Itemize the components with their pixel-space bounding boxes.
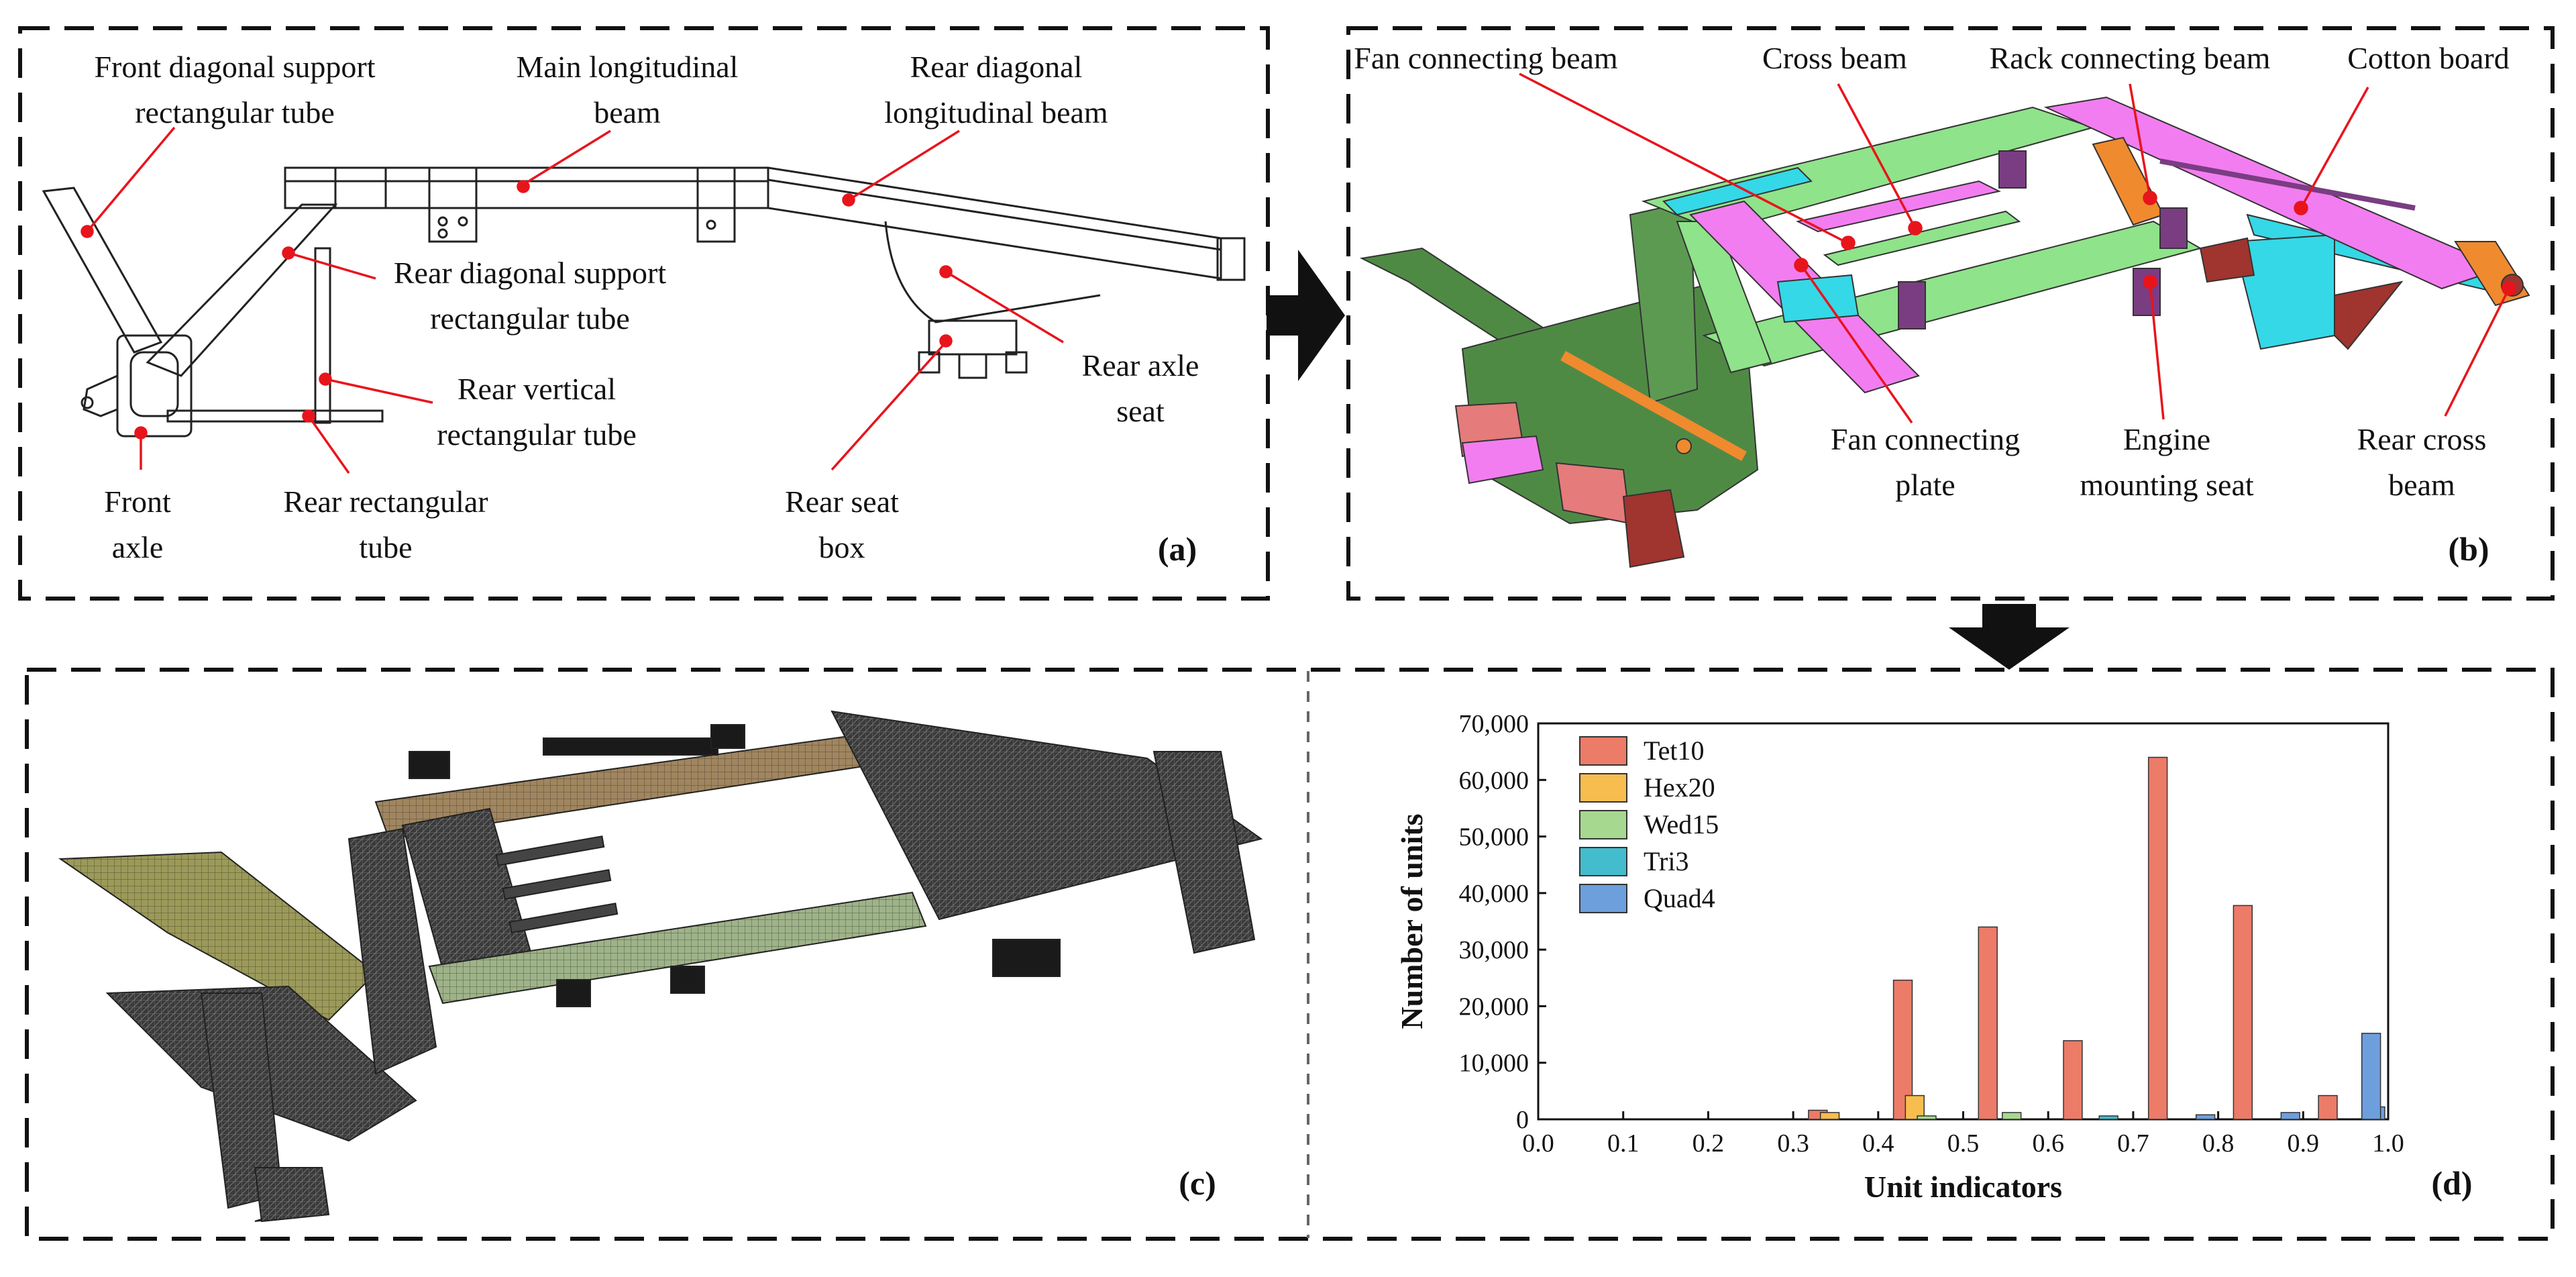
label-rear-diag-sup-2: rectangular tube [430,301,630,336]
panel-b-labels: Fan connecting beam Cross beam Rack conn… [1354,41,2509,568]
bar-wed15 [2002,1112,2022,1120]
label-front-diag-1: Front diagonal support [94,50,375,84]
y-tick-label: 60,000 [1459,766,1529,795]
label-rear-diag-sup-1: Rear diagonal support [394,256,666,290]
panel-a-leaders [80,126,1064,474]
legend-swatch [1579,810,1627,839]
label-engine-seat-1: Engine [2123,422,2210,456]
label-rear-axle-seat-2: seat [1116,394,1165,428]
panel-c-tag: (c) [1179,1164,1216,1202]
x-tick-label: 0.9 [2288,1129,2320,1158]
x-tick-label: 0.4 [1862,1129,1894,1158]
x-tick-label: 0.1 [1607,1129,1640,1158]
bar-wed15 [1917,1115,1937,1120]
panel-a-tag: (a) [1158,530,1197,568]
label-rear-diag-long-1: Rear diagonal [910,50,1083,84]
bar-tet10 [1978,926,1998,1120]
y-axis-label: Number of units [1395,813,1429,1029]
label-rear-vert-1: Rear vertical [458,372,616,406]
panel-b-model [1359,96,2530,568]
bar-tri3 [2098,1115,2118,1120]
bar-hex20 [1819,1112,1840,1120]
legend-label: Tri3 [1644,846,1688,876]
legend-label: Wed15 [1644,809,1719,839]
label-main-long-1: Main longitudinal [517,50,739,84]
bar-quad4-extra [2361,1033,2381,1120]
y-tick-label: 70,000 [1459,710,1529,738]
legend-swatch [1579,736,1627,766]
panel-d-tag: (d) [2431,1164,2472,1202]
bars [1808,756,2385,1120]
x-tick-label: 0.5 [1947,1129,1980,1158]
legend-label: Hex20 [1644,772,1715,803]
frame-cd [25,668,2555,1241]
label-rear-rect-2: tube [359,530,412,564]
label-rear-axle-seat-1: Rear axle [1082,348,1199,382]
label-rear-seat-box-1: Rear seat [785,484,899,519]
label-front-diag-2: rectangular tube [135,95,335,130]
label-rear-cross-1: Rear cross [2357,422,2487,456]
panel-c-mesh [58,710,1263,1223]
label-rear-vert-2: rectangular tube [437,417,637,452]
label-front-axle-2: axle [112,530,164,564]
label-rear-rect-1: Rear rectangular [283,484,488,519]
legend-swatch [1579,773,1627,803]
arrow-b-to-cd-icon [1949,604,2070,670]
y-tick-label: 40,000 [1459,880,1529,908]
bar-quad4 [2280,1112,2300,1120]
y-tick-label: 30,000 [1459,936,1529,964]
y-tick-label: 50,000 [1459,823,1529,852]
x-tick-label: 0.8 [2202,1129,2235,1158]
legend-label: Tet10 [1644,735,1705,766]
x-tick-label: 0.2 [1693,1129,1725,1158]
x-axis-label: Unit indicators [1864,1170,2062,1204]
label-fan-plate-1: Fan connecting [1831,422,2020,456]
x-tick-label: 0.7 [2117,1129,2149,1158]
x-tick-label: 0.6 [2032,1129,2064,1158]
x-tick-label: 0.0 [1522,1129,1554,1158]
bar-tet10 [2063,1040,2083,1120]
panel-b-leaders [1519,72,2516,424]
label-rear-cross-2: beam [2388,468,2455,502]
x-tick-label: 0.3 [1777,1129,1809,1158]
y-tick-label: 0 [1516,1106,1529,1134]
x-axis-ticks: 0.0 0.1 0.2 0.3 0.4 0.5 0.6 0.7 0.8 0.9 1.0 [1522,1111,2404,1158]
y-axis-ticks: 0 10,000 20,000 30,000 40,000 50,000 60,000 70,… [1459,710,1546,1134]
arrow-a-to-b-icon [1267,250,1345,381]
label-rear-seat-box-2: box [819,530,865,564]
label-rack-beam: Rack connecting beam [1990,41,2271,75]
label-fan-beam: Fan connecting beam [1354,41,1618,75]
label-cross-beam: Cross beam [1762,41,1907,75]
bar-quad4 [2195,1114,2216,1120]
bar-tet10 [2318,1094,2338,1120]
y-tick-label: 10,000 [1459,1050,1529,1078]
legend-swatch [1579,884,1627,913]
label-main-long-2: beam [594,95,661,130]
chart-plot: 0 10,000 20,000 30,000 40,000 50,000 60,000 70,… [1395,710,2404,1204]
label-fan-plate-2: plate [1895,468,1955,502]
panel-a-drawing [42,166,1246,438]
y-tick-label: 20,000 [1459,992,1529,1021]
label-rear-diag-long-2: longitudinal beam [884,95,1108,130]
frame-b [1346,26,2555,601]
bar-tet10 [2147,756,2168,1120]
label-cotton-board: Cotton board [2347,41,2509,75]
legend-swatch [1579,847,1627,876]
panel-a-labels: Front diagonal support rectangular tube … [94,50,1199,568]
label-front-axle-1: Front [104,484,171,519]
panel-b-tag: (b) [2448,530,2489,568]
bar-hex20 [1904,1094,1925,1120]
x-tick-label: 1.0 [2372,1129,2404,1158]
label-engine-seat-2: mounting seat [2080,468,2254,502]
bar-tet10 [2233,905,2253,1120]
legend-label: Quad4 [1644,883,1715,913]
